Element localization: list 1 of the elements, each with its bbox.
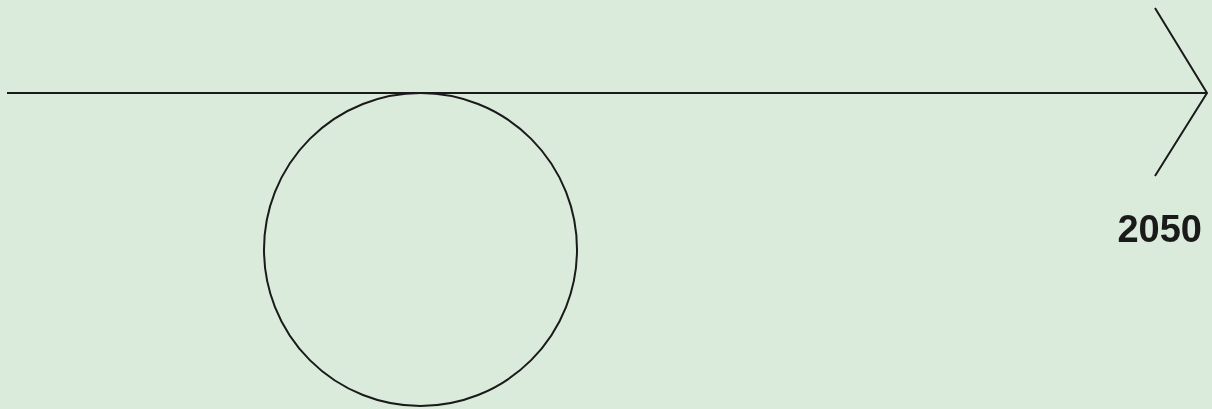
- year-label: 2050: [1117, 210, 1202, 248]
